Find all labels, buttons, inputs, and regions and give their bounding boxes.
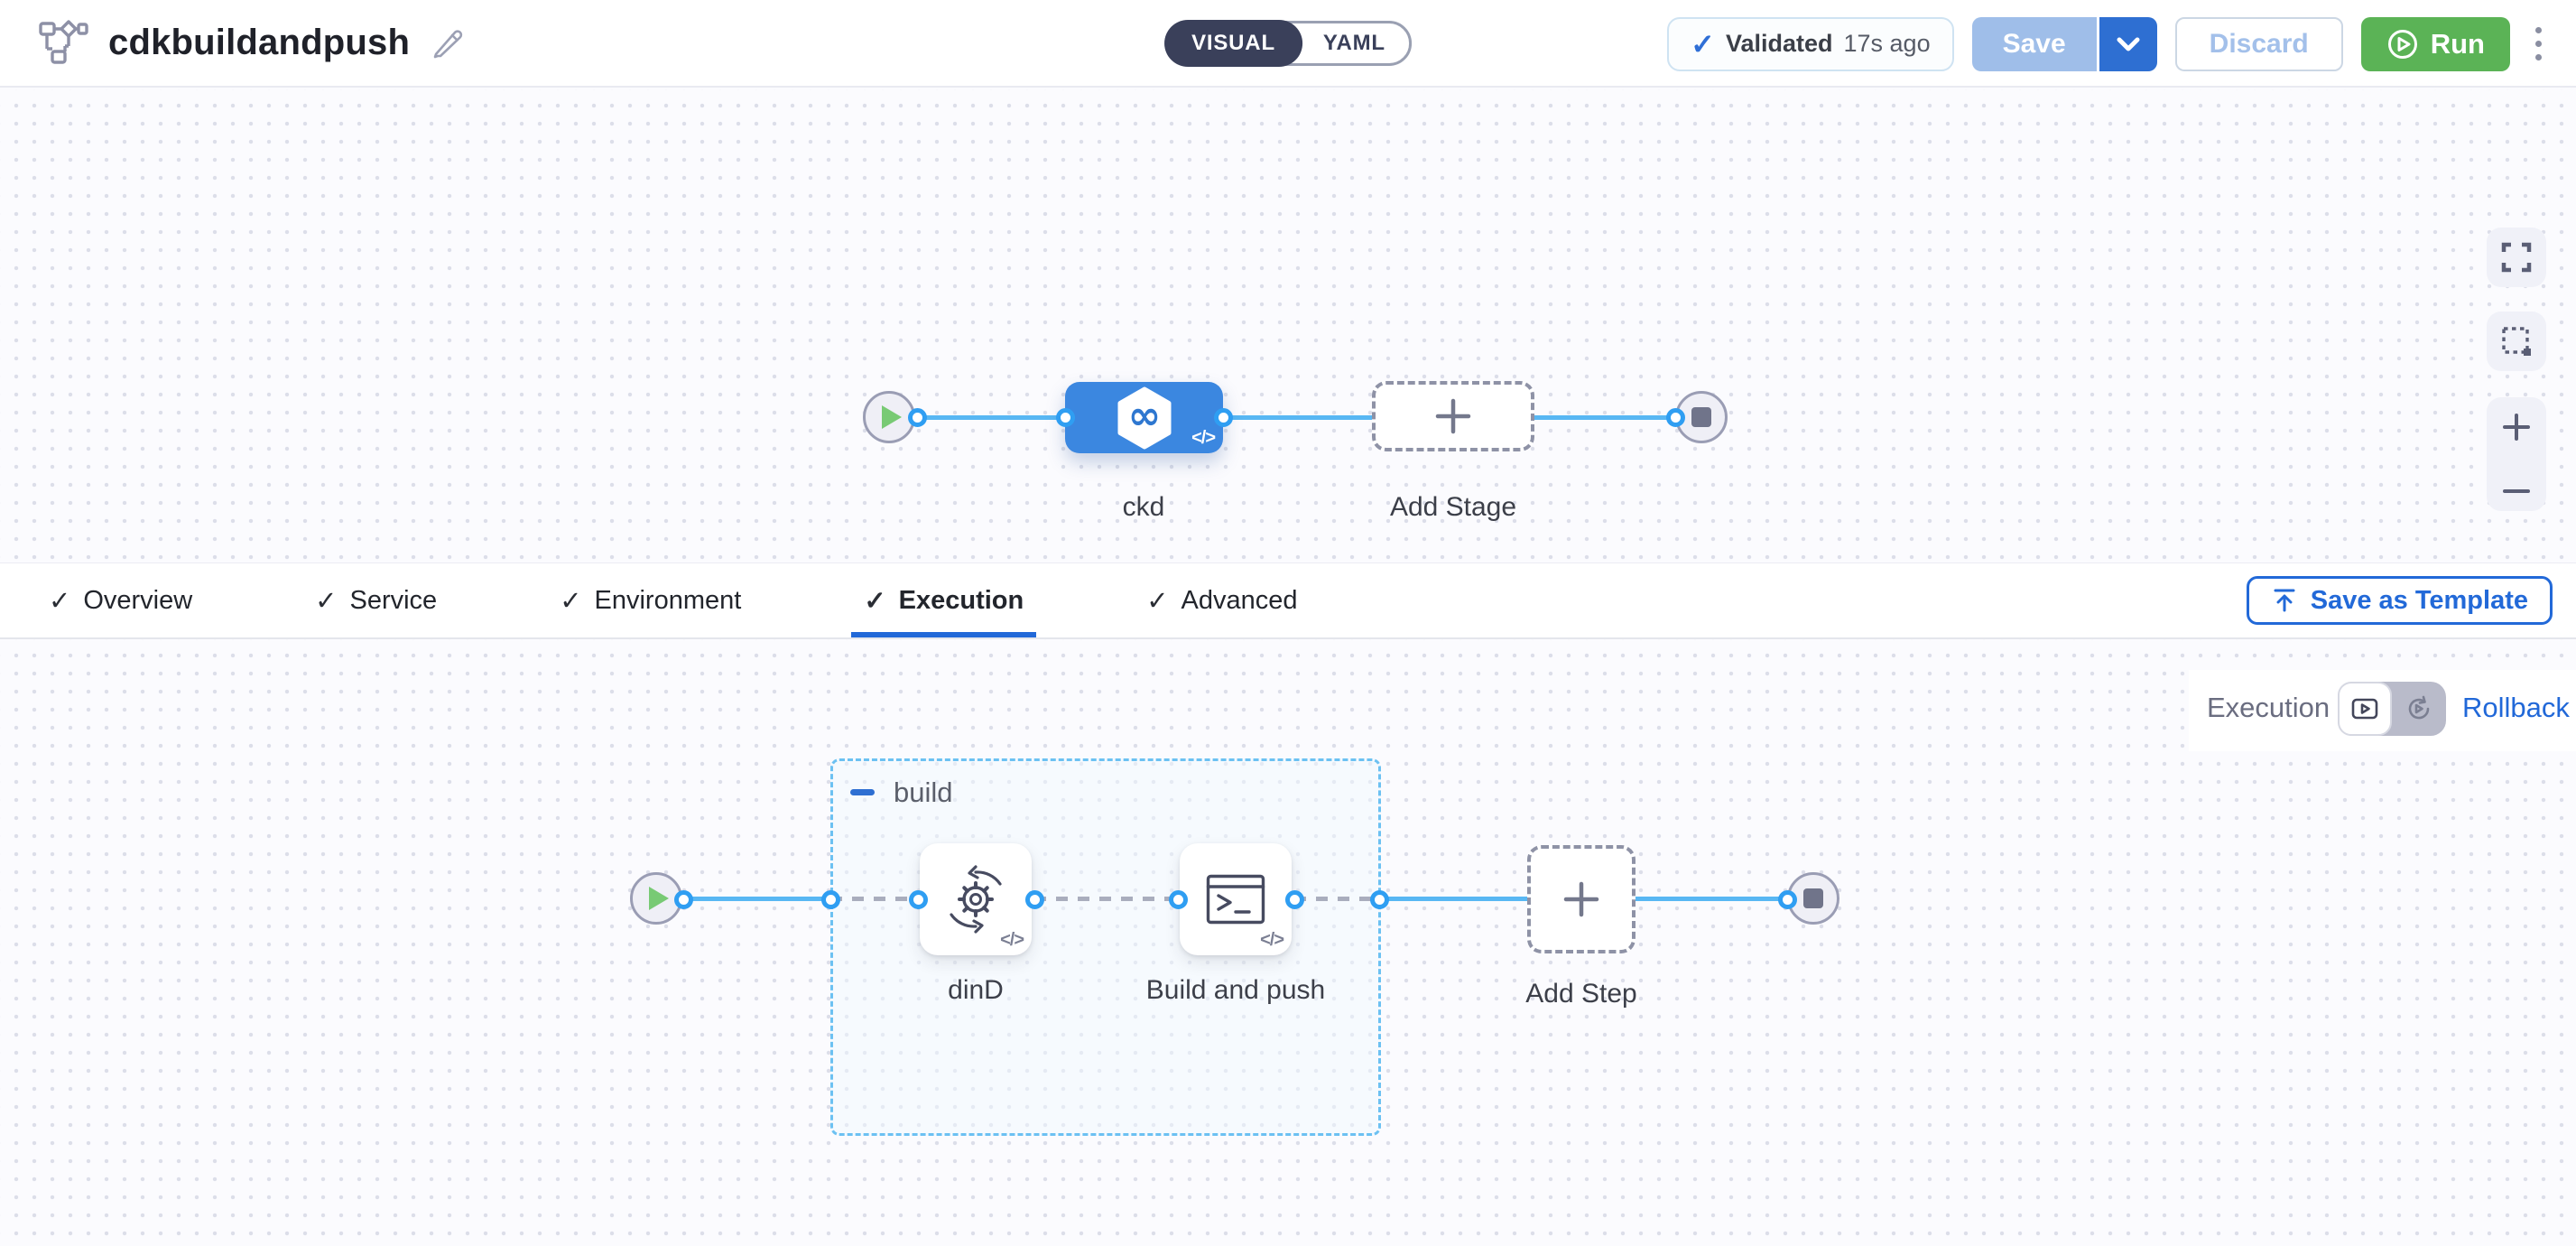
save-dropdown-button[interactable] (2099, 16, 2157, 71)
edit-pencil-icon[interactable] (430, 25, 466, 61)
port[interactable] (1025, 890, 1044, 909)
validated-time: 17s ago (1843, 30, 1931, 57)
tab-advanced[interactable]: ✓ Advanced (1146, 585, 1298, 616)
port[interactable] (1285, 890, 1304, 909)
exec-dash-link (830, 897, 918, 901)
code-badge: </> (1000, 930, 1024, 950)
port[interactable] (908, 408, 927, 427)
tab-overview[interactable]: ✓ Overview (49, 585, 193, 616)
pipeline-title: cdkbuildandpush (108, 23, 411, 62)
start-play-icon (649, 887, 669, 910)
header-bar: cdkbuildandpush VISUAL YAML ✓ Validated … (0, 0, 2576, 88)
rollback-mode-button[interactable] (2392, 682, 2446, 736)
discard-button[interactable]: Discard (2174, 16, 2343, 71)
group-name-label: build (894, 776, 953, 808)
toggle-yaml[interactable]: YAML (1322, 30, 1385, 55)
port[interactable] (1214, 408, 1233, 427)
start-play-icon (882, 405, 902, 429)
port[interactable] (1169, 890, 1188, 909)
stop-square-icon (1691, 407, 1711, 427)
port[interactable] (909, 890, 928, 909)
stage-tabstrip: ✓ Overview ✓ Service ✓ Environment ✓ Exe… (0, 563, 2576, 639)
port[interactable] (674, 890, 693, 909)
collapse-group-icon[interactable] (850, 789, 875, 795)
chevron-down-icon (2117, 37, 2140, 51)
zoom-out-button[interactable] (2501, 486, 2532, 497)
port[interactable] (1056, 408, 1075, 427)
pipeline-start-node (863, 391, 915, 443)
cicd-stage-icon: ∞ (1117, 386, 1171, 449)
stage-canvas[interactable]: ∞ </> ckd Add Stage (0, 89, 2576, 563)
execution-rollback-toggle (2338, 682, 2446, 736)
rollback-label[interactable]: Rollback (2462, 692, 2570, 723)
save-split-button: Save (1971, 16, 2157, 71)
marquee-select-button[interactable] (2487, 312, 2546, 371)
validated-badge[interactable]: ✓ Validated 17s ago (1667, 16, 1954, 71)
marquee-select-icon (2502, 327, 2531, 356)
code-badge: </> (1260, 930, 1284, 950)
tab-check-icon: ✓ (315, 586, 338, 616)
upload-template-icon (2274, 589, 2295, 612)
plus-icon (1563, 881, 1599, 917)
add-stage-label: Add Stage (1389, 492, 1517, 522)
execution-canvas[interactable]: Execution Rollback build (0, 639, 2576, 1246)
save-button[interactable]: Save (1971, 16, 2097, 71)
execution-start-node (630, 872, 682, 925)
zoom-in-button[interactable] (2501, 412, 2532, 442)
save-divider (2096, 16, 2099, 71)
step-node-dind[interactable]: </> (920, 843, 1032, 955)
toggle-visual[interactable]: VISUAL (1164, 19, 1302, 67)
svg-text:∞: ∞ (1127, 393, 1161, 439)
add-stage-box[interactable] (1372, 381, 1534, 451)
execution-mode-button[interactable] (2338, 682, 2392, 736)
more-options-button[interactable] (2528, 22, 2549, 66)
run-button[interactable]: Run (2360, 16, 2510, 71)
tab-check-icon: ✓ (1146, 586, 1169, 616)
visual-yaml-toggle: VISUAL YAML (1164, 19, 1412, 67)
save-as-template-button[interactable]: Save as Template (2246, 576, 2553, 625)
fullscreen-icon (2501, 242, 2532, 273)
fullscreen-button[interactable] (2487, 228, 2546, 287)
execution-mode-label: Execution (2207, 692, 2330, 723)
stage-node-ckd[interactable]: ∞ </> (1065, 382, 1223, 453)
tab-check-icon: ✓ (864, 586, 886, 616)
step-node-build-and-push[interactable]: </> (1180, 843, 1292, 955)
execution-steps-icon (2351, 698, 2378, 720)
tab-check-icon: ✓ (49, 586, 71, 616)
rollback-icon (2408, 695, 2430, 720)
add-step-box[interactable] (1527, 845, 1635, 953)
pipeline-icon (38, 19, 88, 68)
run-play-icon (2387, 29, 2417, 59)
exec-dash-link (1034, 897, 1178, 901)
code-badge: </> (1191, 428, 1216, 448)
tab-service[interactable]: ✓ Service (315, 585, 438, 616)
port[interactable] (1666, 408, 1685, 427)
step-name-label: dinD (948, 975, 1004, 1005)
tab-check-icon: ✓ (560, 586, 582, 616)
validated-label: Validated (1725, 30, 1833, 57)
port[interactable] (1778, 890, 1797, 909)
run-label: Run (2430, 27, 2485, 60)
check-icon: ✓ (1691, 27, 1715, 60)
add-step-label: Add Step (1525, 979, 1637, 1009)
exec-dash-link (1294, 897, 1379, 901)
tab-environment[interactable]: ✓ Environment (560, 585, 742, 616)
discard-label: Discard (2209, 28, 2309, 59)
exec-link-line (683, 897, 830, 901)
plus-icon (1435, 398, 1471, 434)
step-name-label: Build and push (1145, 975, 1326, 1005)
step-group-build[interactable] (830, 758, 1381, 1136)
port[interactable] (1370, 890, 1389, 909)
tab-execution[interactable]: ✓ Execution (851, 563, 1037, 637)
zoom-controls (2487, 397, 2546, 511)
port[interactable] (821, 890, 840, 909)
stage-link-line (917, 415, 1701, 420)
stop-square-icon (1803, 888, 1823, 908)
run-step-terminal-icon (1206, 874, 1265, 925)
service-dependency-icon (950, 865, 1002, 934)
stage-name-label: ckd (1122, 492, 1165, 522)
